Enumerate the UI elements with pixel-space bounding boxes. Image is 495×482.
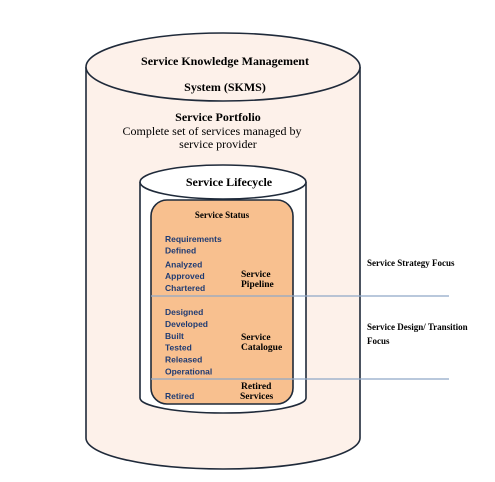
catalogue-status-list: DesignedDevelopedBuiltTestedReleasedOper…: [165, 307, 212, 377]
focus-strategy-label: Service Strategy Focus: [367, 258, 455, 268]
status-item: Developed: [165, 319, 208, 329]
skms-cylinder-top: [85, 32, 361, 102]
portfolio-desc-line1: Complete set of services managed by: [123, 124, 302, 138]
service-status-box: [150, 199, 294, 405]
status-item: Approved: [165, 271, 205, 281]
status-item: Released: [165, 355, 202, 365]
stage-pipeline-line1: Service: [241, 270, 271, 280]
status-item: Operational: [165, 367, 212, 377]
status-item: Chartered: [165, 283, 205, 293]
stage-catalogue-line1: Service: [241, 333, 271, 343]
portfolio-title: Service Portfolio: [175, 110, 261, 124]
focus-design-label-line2: Focus: [367, 336, 390, 346]
status-item: Tested: [165, 343, 192, 353]
skms-title-line1: Service Knowledge Management: [141, 54, 309, 68]
portfolio-desc-line2: service provider: [179, 137, 257, 151]
status-item: Built: [165, 331, 184, 341]
status-item: Retired: [165, 391, 194, 401]
status-item: Analyzed: [165, 259, 202, 269]
stage-pipeline-line2: Pipeline: [241, 280, 274, 290]
status-item: Designed: [165, 307, 203, 317]
retired-status-list: Retired: [165, 391, 194, 401]
status-item: Defined: [165, 246, 196, 256]
focus-design-label-line1: Service Design/ Transition: [367, 322, 468, 332]
stage-retired-line2: Services: [240, 392, 274, 402]
lifecycle-cylinder-top: [139, 164, 307, 200]
pipeline-status-list: RequirementsDefinedAnalyzedApprovedChart…: [165, 234, 222, 293]
status-item: Requirements: [165, 234, 222, 244]
lifecycle-title: Service Lifecycle: [186, 175, 273, 189]
stage-catalogue-line2: Catalogue: [241, 343, 282, 353]
service-status-title: Service Status: [195, 210, 250, 220]
skms-title-line2: System (SKMS): [184, 80, 266, 94]
stage-retired-line1: Retired: [241, 382, 272, 392]
